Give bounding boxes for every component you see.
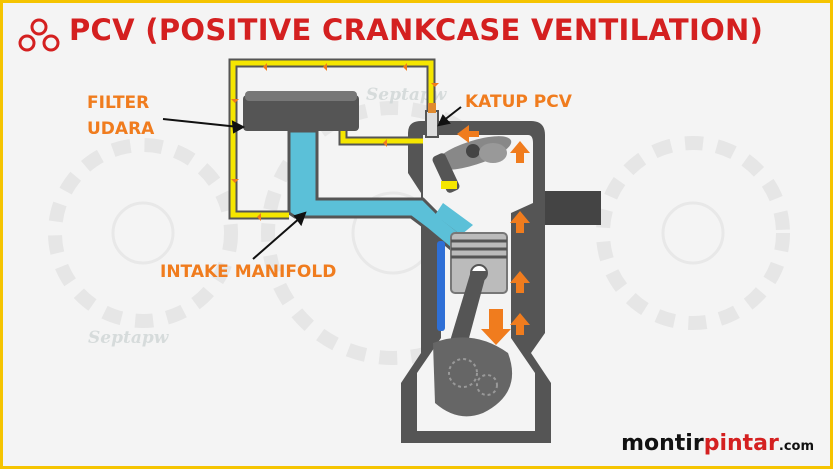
blowby-arrows (457, 125, 530, 345)
label-filter-line2: UDARA (87, 119, 155, 139)
air-filter-cap (245, 91, 357, 101)
intake-valve-head (435, 203, 473, 235)
watermark-2: Septapw (88, 328, 169, 348)
pcv-hose-inner (230, 60, 434, 218)
pointer-intake (252, 216, 302, 260)
label-intake-manifold: INTAKE MANIFOLD (160, 262, 337, 282)
pointer-filter (162, 118, 240, 128)
arrow-down-piston (481, 309, 511, 345)
arrow-up-1 (510, 313, 530, 335)
brand-part2: pintar (703, 431, 779, 456)
pcv-diagram (162, 58, 601, 443)
brand-part1: montir (621, 431, 704, 456)
label-filter-udara: FILTER UDARA (87, 90, 154, 142)
arrow-up-2 (510, 271, 530, 293)
rings-logo-icon (18, 18, 60, 52)
label-filter-line1: FILTER (87, 93, 150, 113)
label-katup-pcv: KATUP PCV (465, 92, 572, 112)
watermark-1: Septapw (366, 85, 447, 105)
arrow-up-3 (510, 211, 530, 233)
crank-pin (476, 374, 498, 396)
rocker-pivot (466, 144, 480, 158)
crankshaft (433, 337, 513, 417)
page-title: PCV (POSITIVE CRANKCASE VENTILATION) (69, 13, 764, 47)
brand-logo: montirpintar.com (621, 431, 814, 456)
camshaft (479, 143, 507, 163)
crank-journal (448, 358, 478, 388)
coolant-channel (437, 241, 445, 331)
arrow-left-top (457, 125, 479, 143)
hose-arrows (231, 63, 439, 221)
pcv-valve-body (425, 110, 439, 138)
connecting-rod (447, 271, 487, 353)
air-filter-box (243, 95, 359, 131)
pcv-valve-spring (428, 103, 436, 113)
arrow-up-4 (510, 141, 530, 163)
valve-spring (441, 181, 457, 189)
brand-part3: .com (778, 439, 814, 454)
